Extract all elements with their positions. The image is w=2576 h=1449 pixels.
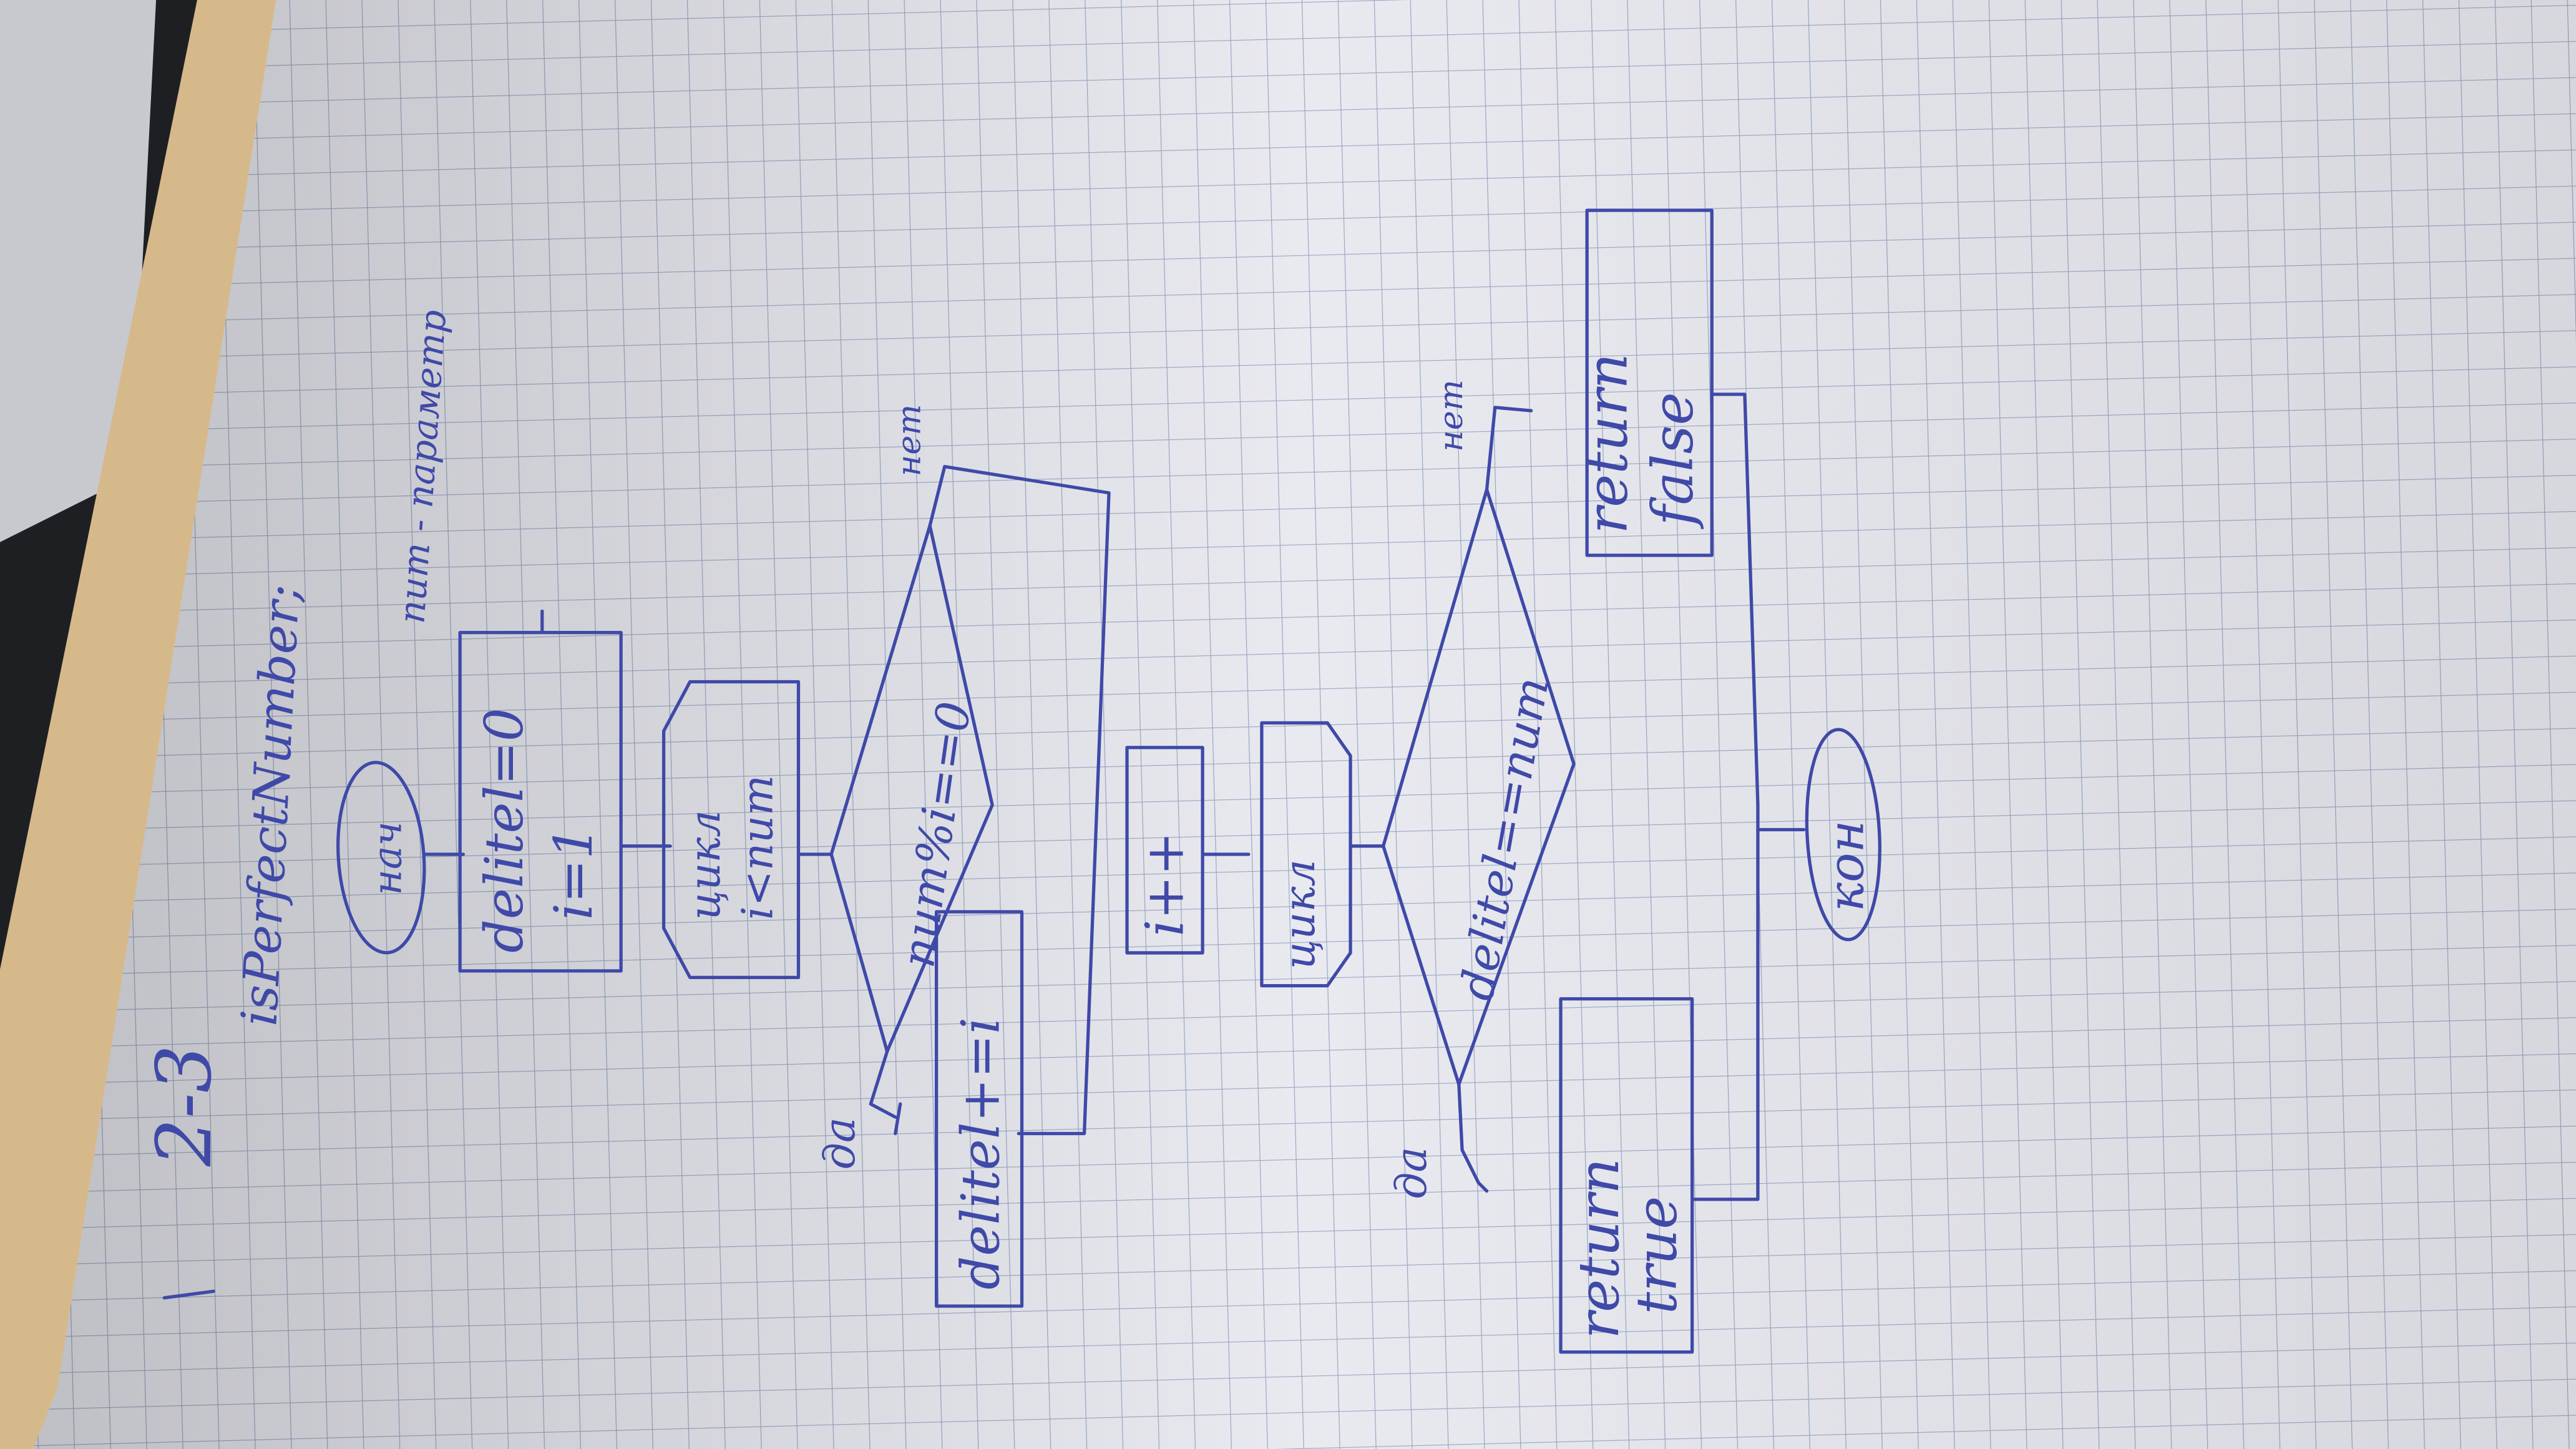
flowchart-strokes [162, 208, 1881, 1354]
init-line-1: delitel=0 [474, 708, 535, 952]
cond1-diamond [829, 524, 994, 1053]
start-label: нач [364, 821, 410, 895]
loop-start-line-2: i<num [733, 775, 783, 920]
loop-start-line-1: цикл [680, 810, 730, 920]
ret-true-line-1: return [1567, 1158, 1632, 1339]
ret-false-line-2: false [1641, 392, 1706, 529]
inc-box [1125, 746, 1204, 955]
cond2-yes: да [1387, 1147, 1437, 1199]
heading-number: 2-3 [140, 1045, 228, 1167]
loop-start-shape [661, 680, 801, 980]
cond1-no: нет [890, 404, 928, 477]
ret-true-box [1559, 997, 1694, 1354]
end-oval [1805, 728, 1881, 942]
loop-end-label: цикл [1275, 859, 1325, 969]
init-line-2: i=1 [543, 826, 604, 920]
add-box [934, 910, 1024, 1308]
end-label: кон [1817, 820, 1875, 912]
inc-label: i++ [1134, 832, 1196, 937]
ret-false-line-1: return [1575, 353, 1640, 534]
cond1-yes: да [815, 1117, 865, 1169]
ret-true-line-2: true [1624, 1196, 1689, 1314]
cond2-no: нет [1432, 379, 1470, 452]
loop-end-shape [1260, 721, 1352, 988]
add-label: delitel+=i [950, 1017, 1012, 1289]
cond2-diamond [1382, 487, 1576, 1086]
ret-false-box [1585, 208, 1714, 557]
